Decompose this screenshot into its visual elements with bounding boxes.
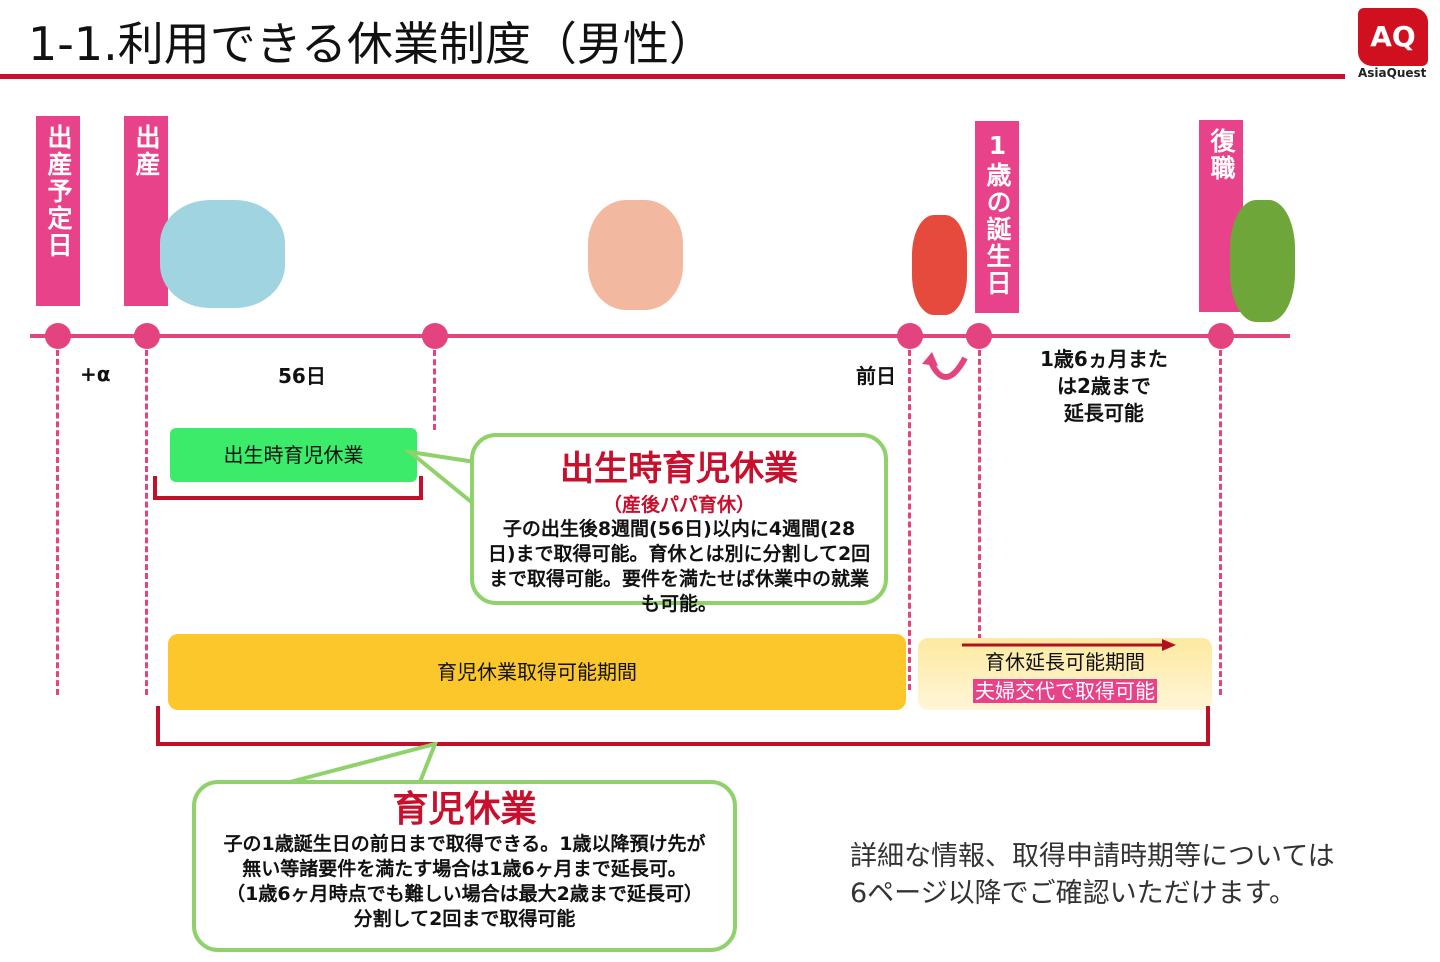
timeline-dot — [966, 323, 992, 349]
extension-note: 1歳6ヵ月また は2歳まで 延長可能 — [1040, 346, 1168, 427]
timeline-axis — [30, 334, 1290, 338]
birth-illustration — [160, 200, 285, 308]
childcare-bracket — [156, 706, 1210, 746]
dashed-guide — [908, 350, 911, 690]
callout-subtitle: （産後パパ育休） — [602, 494, 755, 516]
label-first-birthday: 1歳の誕生日 — [975, 121, 1019, 313]
label-due-date: 出産予定日 — [36, 116, 80, 306]
extension-period-bar: 育休延長可能期間 夫婦交代で取得可能 — [918, 638, 1212, 710]
birth-leave-bracket — [153, 476, 423, 500]
timeline-dot — [45, 323, 71, 349]
extension-arrow-icon — [962, 639, 1176, 651]
label-birth: 出産 — [124, 116, 168, 306]
dashed-guide — [433, 350, 436, 430]
childcare-callout: 育児休業 子の1歳誕生日の前日まで取得できる。1歳以降預け先が 無い等諸要件を満… — [192, 780, 737, 952]
details-note: 詳細な情報、取得申請時期等については 6ページ以降でご確認いただけます。 — [850, 838, 1335, 912]
turn-arrow-icon — [922, 352, 968, 380]
callout-title: 出生時育児休業 — [560, 449, 798, 489]
callout-pointer — [405, 449, 477, 510]
callout-text: （1歳6ヶ月時点でも難しい場合は最大2歳まで延長可） — [226, 883, 703, 905]
extension-line: 1歳6ヵ月また — [1040, 347, 1168, 371]
dashed-guide — [1219, 350, 1222, 695]
baby-illustration — [912, 215, 967, 315]
callout-text: 子の1歳誕生日の前日まで取得できる。1歳以降預け先が — [223, 833, 706, 855]
birth-leave-bar: 出生時育児休業 — [170, 428, 417, 482]
company-logo: AQ — [1358, 8, 1428, 66]
family-illustration — [588, 200, 683, 310]
timeline-dot — [897, 323, 923, 349]
note-line: 詳細な情報、取得申請時期等については — [850, 841, 1335, 872]
callout-title: 育児休業 — [392, 789, 537, 830]
alternate-label: 夫婦交代で取得可能 — [973, 679, 1157, 703]
callout-text: 分割して2回まで取得可能 — [353, 908, 576, 930]
callout-pointer — [289, 742, 438, 784]
callout-text: 無い等諸要件を満たす場合は1歳6ヶ月まで延長可。 — [242, 858, 687, 880]
timeline-dot — [134, 323, 160, 349]
dashed-guide — [56, 350, 59, 695]
callout-text: まで取得可能。要件を満たせば休業中の就業 — [488, 568, 869, 590]
father-illustration — [1230, 200, 1295, 322]
dashed-guide — [145, 350, 148, 695]
extension-period-label: 育休延長可能期間 — [985, 650, 1145, 674]
extension-line: は2歳まで — [1056, 374, 1151, 398]
callout-text: も可能。 — [640, 593, 717, 615]
note-line: 6ページ以降でご確認いただけます。 — [850, 878, 1296, 909]
day-before-label: 前日 — [856, 364, 896, 388]
title-divider — [0, 74, 1345, 79]
page-title: 1-1.利用できる休業制度（男性） — [28, 17, 715, 71]
timeline-dot — [422, 323, 448, 349]
birth-leave-callout: 出生時育児休業 （産後パパ育休） 子の出生後8週間(56日)以内に4週間(28 … — [470, 433, 888, 615]
plus-alpha-label: +α — [80, 362, 111, 386]
callout-text: 日)まで取得可能。育休とは別に分割して2回 — [487, 543, 871, 565]
callout-text: 子の出生後8週間(56日)以内に4週間(28 — [502, 518, 856, 540]
childcare-period-bar: 育児休業取得可能期間 — [168, 634, 906, 710]
dashed-guide — [978, 350, 981, 640]
extension-line: 延長可能 — [1063, 401, 1144, 425]
56-days-label: 56日 — [278, 364, 326, 388]
logo-text: AsiaQuest — [1358, 66, 1427, 80]
timeline-dot — [1208, 323, 1234, 349]
